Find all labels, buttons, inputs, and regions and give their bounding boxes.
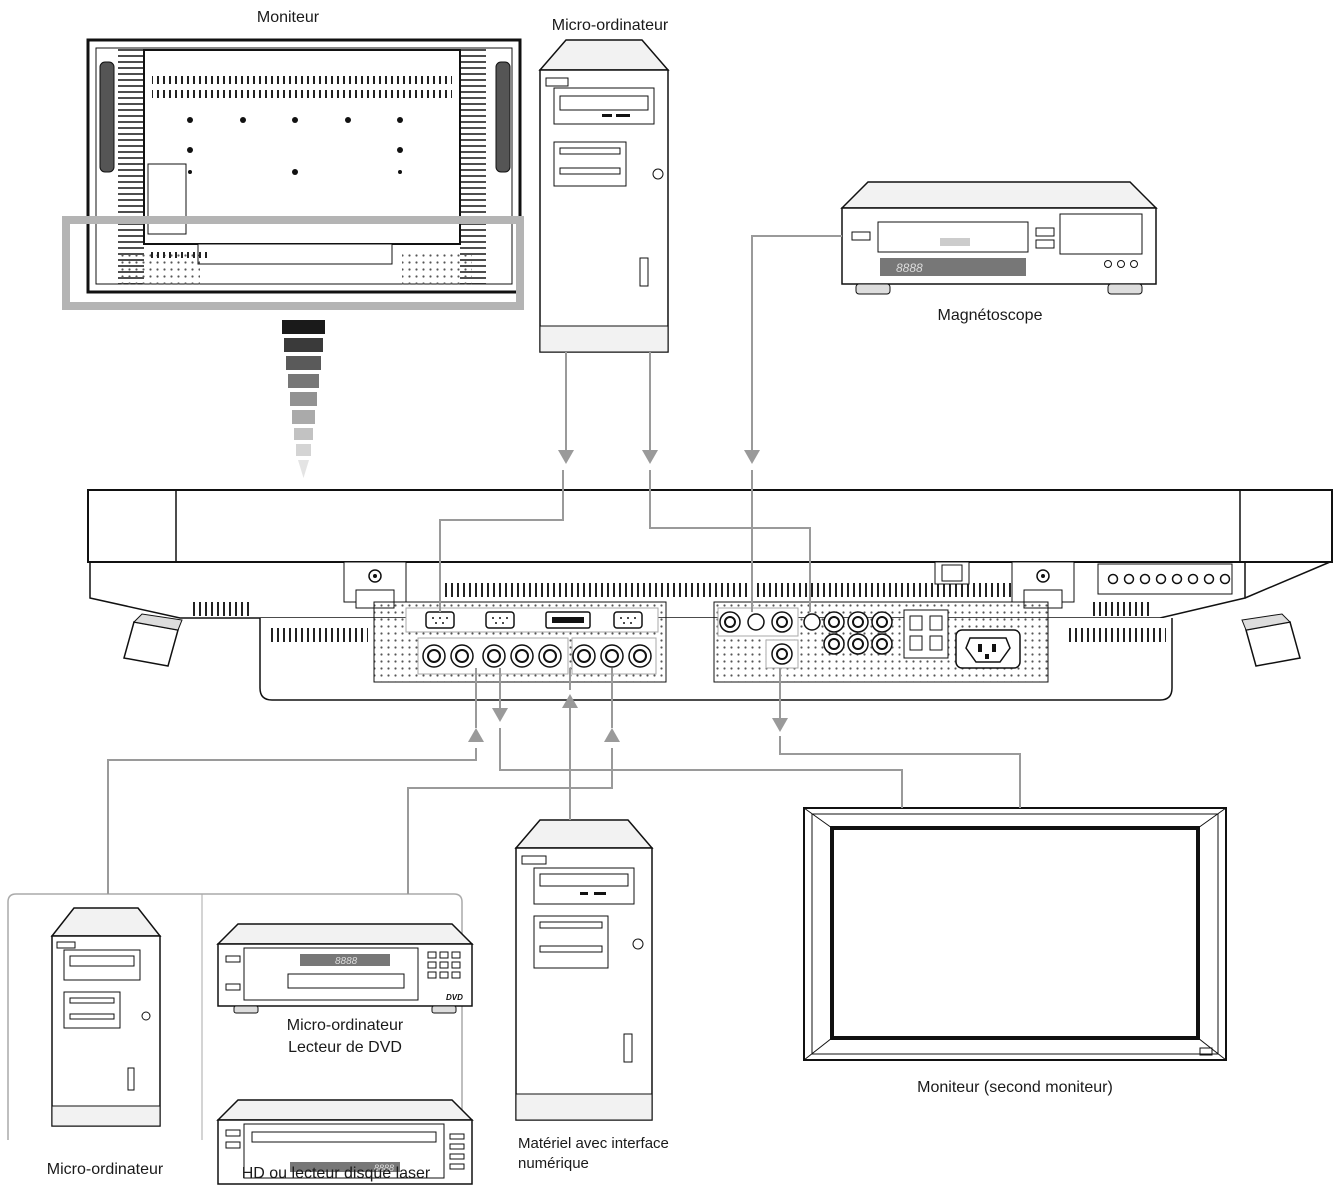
arrow-down-icon bbox=[492, 450, 788, 732]
arrow-up-icon bbox=[468, 694, 620, 742]
pc-tower-top bbox=[538, 39, 670, 353]
source-group-frame bbox=[7, 893, 463, 1140]
label-pc-top: Micro-ordinateur bbox=[551, 17, 669, 34]
pc-tower-bottom-left bbox=[50, 907, 162, 1127]
monitor-connection-panel bbox=[87, 489, 1333, 701]
laser-disc-player: 8888 bbox=[216, 1099, 474, 1185]
cables bbox=[107, 235, 1021, 894]
monitor-rear-view bbox=[62, 38, 524, 310]
pc-tower-digital bbox=[514, 819, 654, 1121]
dvd-player: 8888 DVD bbox=[216, 923, 474, 1014]
label-dvd-line1: Micro-ordinateur bbox=[286, 1017, 404, 1034]
label-vcr: Magnétoscope bbox=[937, 307, 1043, 324]
label-second-monitor: Moniteur (second moniteur) bbox=[917, 1079, 1113, 1096]
label-hd-laser: HD ou lecteur disque laser bbox=[241, 1165, 431, 1182]
laser-display-text: 8888 bbox=[374, 1163, 394, 1173]
label-digital-line1: Matériel avec interface bbox=[518, 1135, 669, 1152]
label-dvd-line2: Lecteur de DVD bbox=[288, 1039, 402, 1056]
dvd-logo: DVD bbox=[446, 993, 463, 1002]
second-monitor bbox=[803, 807, 1227, 1061]
label-digital-line2: numérique bbox=[518, 1155, 589, 1172]
vcr-device: 8888 bbox=[840, 181, 1158, 295]
gradient-pointer-icon bbox=[282, 320, 325, 478]
vcr-display-text: 8888 bbox=[896, 261, 923, 275]
label-pc-bottom-left: Micro-ordinateur bbox=[46, 1161, 164, 1178]
dvd-display-text: 8888 bbox=[335, 956, 358, 967]
label-monitor-top: Moniteur bbox=[256, 9, 320, 26]
